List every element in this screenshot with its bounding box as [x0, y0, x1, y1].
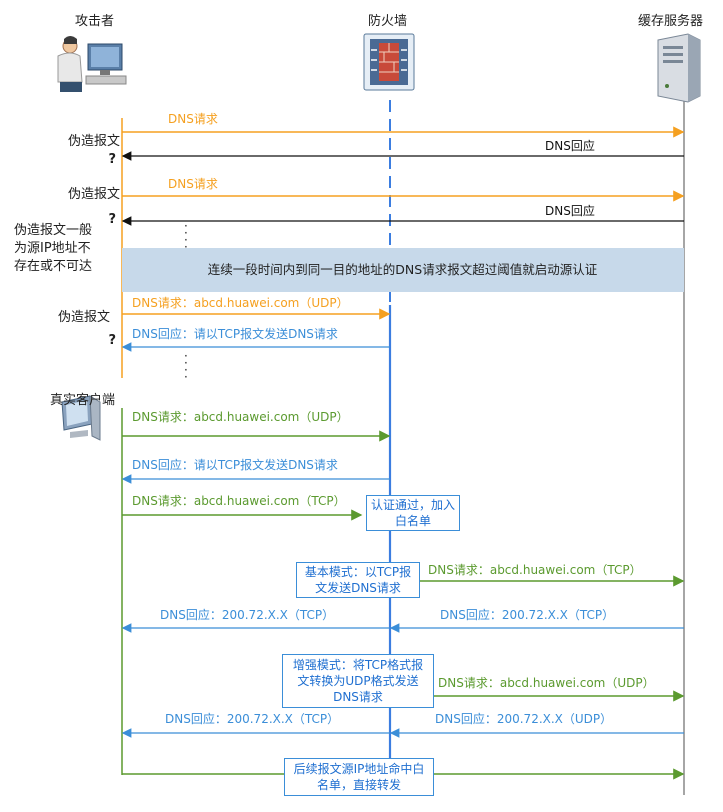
label-m9: DNS请求：abcd.huawei.com（TCP）: [132, 494, 346, 508]
note-subsequent: 后续报文源IP地址命中白名单，直接转发: [284, 758, 434, 796]
forged-note: 伪造报文一般为源IP地址不存在或不可达: [14, 223, 93, 274]
actor-cache-server: 缓存服务器: [638, 14, 704, 29]
continuation-dots-2: ····: [184, 349, 188, 384]
label-m1: DNS请求: [168, 112, 218, 126]
label-m4: DNS回应: [545, 203, 595, 218]
question-mark-2: ?: [108, 212, 116, 227]
server-icon: [657, 33, 701, 103]
client-computer-icon: [61, 395, 101, 441]
label-m7: DNS请求：abcd.huawei.com（UDP）: [132, 410, 349, 424]
question-mark-3: ?: [108, 333, 116, 348]
actor-real-client: 真实客户端: [50, 393, 116, 408]
label-m3: DNS请求: [168, 177, 218, 191]
forged-label-2: 伪造报文: [67, 187, 120, 202]
actor-attacker: 攻击者: [75, 14, 115, 29]
label-m2: DNS回应: [545, 138, 595, 153]
label-m11: DNS回应：200.72.X.X（TCP）: [160, 607, 334, 622]
banner-text: 连续一段时间内到同一目的地址的DNS请求报文超过阈值就启动源认证: [207, 262, 598, 277]
attacker-computer-icon: [57, 36, 127, 92]
actor-firewall: 防火墙: [368, 14, 408, 29]
label-m6: DNS回应：请以TCP报文发送DNS请求: [132, 326, 338, 341]
forged-label-1: 伪造报文: [67, 134, 120, 149]
label-m8: DNS回应：请以TCP报文发送DNS请求: [132, 457, 338, 472]
label-m12: DNS回应：200.72.X.X（TCP）: [440, 607, 614, 622]
auth-trigger-banner: [122, 248, 684, 292]
firewall-icon: [363, 33, 415, 91]
label-m10: DNS请求：abcd.huawei.com（TCP）: [428, 563, 642, 577]
forged-label-3: 伪造报文: [57, 310, 110, 325]
label-m15: DNS回应：200.72.X.X（UDP）: [435, 711, 612, 726]
note-basic-mode: 基本模式：以TCP报文发送DNS请求: [296, 562, 420, 598]
label-m13: DNS请求：abcd.huawei.com（UDP）: [438, 676, 655, 690]
note-enhanced-mode: 增强模式：将TCP格式报文转换为UDP格式发送DNS请求: [282, 654, 434, 708]
label-m5: DNS请求：abcd.huawei.com（UDP）: [132, 296, 349, 310]
continuation-dots-1: ····: [184, 219, 188, 254]
label-m14: DNS回应：200.72.X.X（TCP）: [165, 711, 339, 726]
note-auth-pass: 认证通过，加入白名单: [366, 495, 460, 531]
question-mark-1: ?: [108, 152, 116, 167]
